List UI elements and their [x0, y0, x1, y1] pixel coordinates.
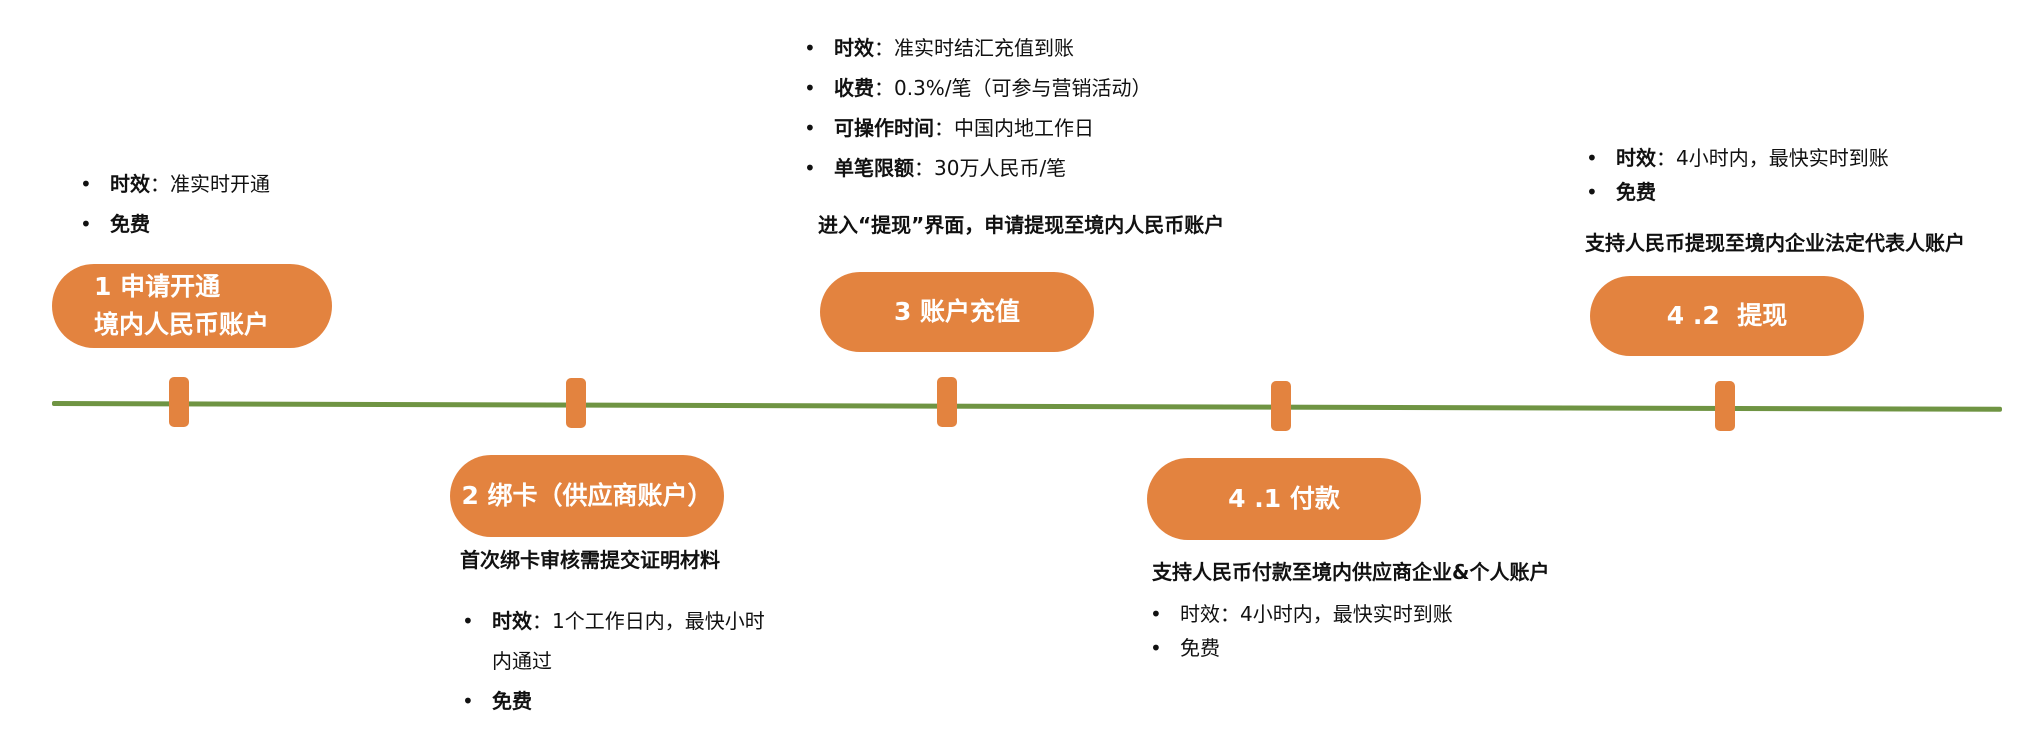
step41-detail-1: 时效：4小时内，最快实时到账 — [1150, 597, 1453, 631]
step41-title: 4 .1 付款 — [1228, 484, 1340, 513]
step42-note: 支持人民币提现至境内企业法定代表人账户 — [1585, 231, 1965, 255]
step42-pill: 4 .2 提现 — [1590, 276, 1864, 356]
step2-detail-2: 免费 — [462, 681, 772, 721]
step42-title: 4 .2 提现 — [1666, 301, 1788, 330]
timeline-tick-3 — [937, 377, 957, 427]
timeline-tick-5 — [1715, 381, 1735, 431]
step3-title: 3 账户充值 — [893, 297, 1021, 326]
step1-detail-1: 时效：准实时开通 — [80, 164, 270, 204]
step1-title-line2: 境内人民币账户 — [94, 310, 270, 339]
step3-detail-2: 收费：0.3%/笔（可参与营销活动） — [804, 68, 1152, 108]
step42-details: 时效：4小时内，最快实时到账 免费 — [1586, 141, 1889, 209]
step3-detail-4: 单笔限额：30万人民币/笔 — [804, 148, 1152, 188]
step1-title-line1: 1 申请开通 — [94, 272, 221, 301]
timeline-tick-2 — [566, 378, 586, 428]
step3-pill: 3 账户充值 — [820, 272, 1094, 352]
step41-note: 支持人民币付款至境内供应商企业&个人账户 — [1152, 560, 1550, 584]
step2-title: 2 绑卡（供应商账户） — [461, 481, 713, 510]
step41-detail-2: 免费 — [1150, 631, 1453, 665]
step3-detail-1: 时效：准实时结汇充值到账 — [804, 28, 1152, 68]
step3-details: 时效：准实时结汇充值到账 收费：0.3%/笔（可参与营销活动） 可操作时间：中国… — [804, 28, 1152, 188]
step3-note: 进入“提现”界面，申请提现至境内人民币账户 — [818, 213, 1225, 237]
step1-details: 时效：准实时开通 免费 — [80, 164, 270, 244]
timeline-axis — [51, 401, 2002, 412]
step42-detail-1: 时效：4小时内，最快实时到账 — [1586, 141, 1889, 175]
step41-details: 时效：4小时内，最快实时到账 免费 — [1150, 597, 1453, 665]
step2-detail-1: 时效：1个工作日内，最快小时内通过 — [462, 601, 772, 681]
step42-detail-2: 免费 — [1586, 175, 1889, 209]
timeline — [51, 396, 2002, 415]
step2-details: 时效：1个工作日内，最快小时内通过 免费 — [462, 601, 772, 721]
step3-detail-3: 可操作时间：中国内地工作日 — [804, 108, 1152, 148]
timeline-tick-1 — [169, 377, 189, 427]
step41-pill: 4 .1 付款 — [1147, 458, 1421, 540]
step1-detail-2: 免费 — [80, 204, 270, 244]
step1-pill: 1 申请开通 境内人民币账户 — [52, 264, 332, 348]
step2-note: 首次绑卡审核需提交证明材料 — [460, 548, 720, 572]
step2-pill: 2 绑卡（供应商账户） — [450, 455, 724, 537]
timeline-tick-4 — [1271, 381, 1291, 431]
